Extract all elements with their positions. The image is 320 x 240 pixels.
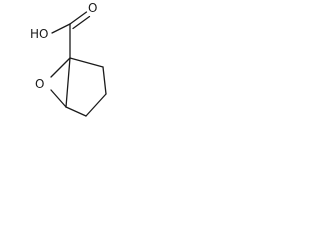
bond-c5-c1 (65, 57, 71, 108)
carbonyl-oxygen-label: O (88, 1, 97, 15)
bond-carboxyl-hydroxyl (51, 23, 71, 34)
bond-c1-c2 (69, 57, 104, 68)
epoxide-oxygen-label: O (35, 77, 44, 91)
molecule-structure: HO O O (30, 1, 107, 117)
bond-c4-c5 (65, 106, 87, 117)
bond-c2-c3 (102, 66, 107, 95)
bond-carboxyl-double-a (69, 11, 88, 25)
bond-c5-epoxide-oxygen (50, 89, 67, 108)
bond-c3-c4 (85, 93, 107, 117)
bond-c1-epoxide-oxygen (50, 57, 71, 78)
bond-carboxyl-double-b (72, 15, 91, 30)
hydroxyl-label: HO (30, 27, 48, 41)
